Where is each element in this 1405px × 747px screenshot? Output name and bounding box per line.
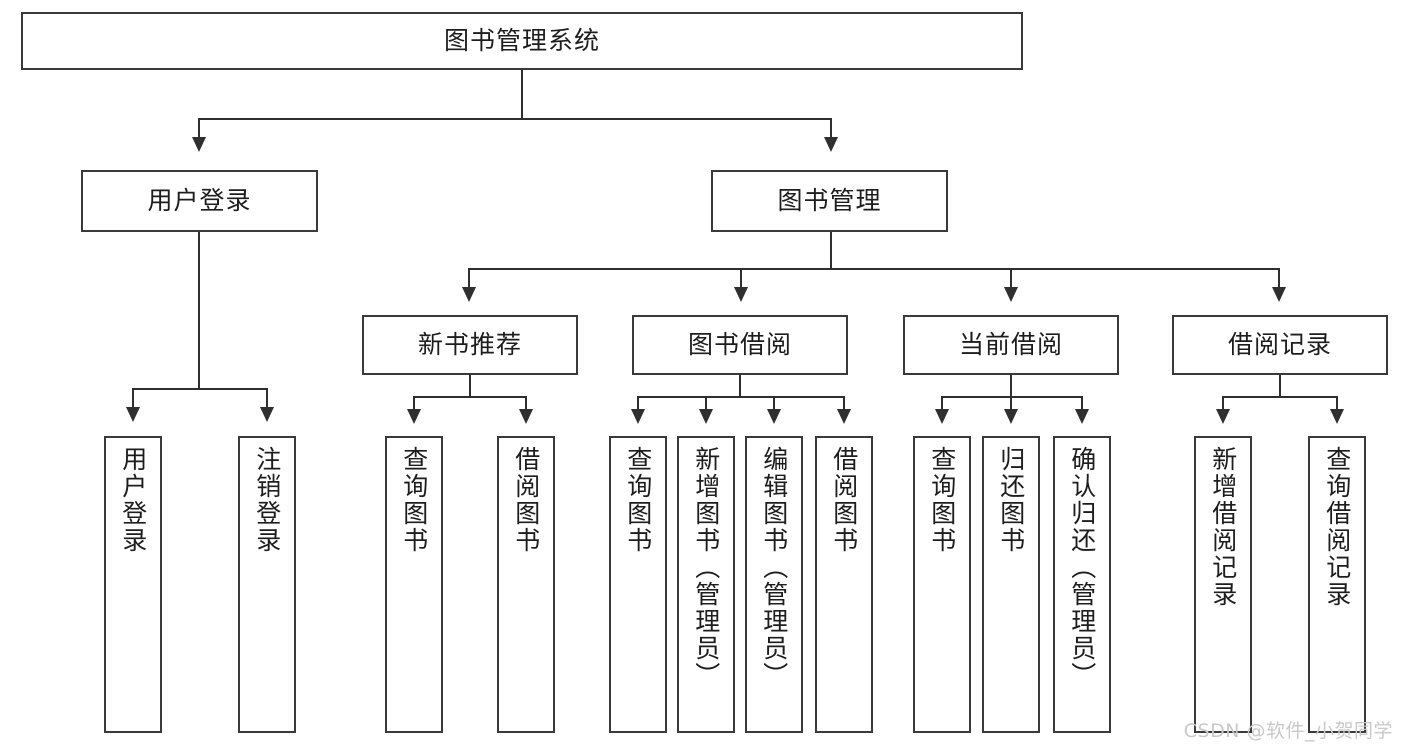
arrow-to-book-borrow [734, 287, 748, 302]
leaf-bb-add-book-admin[interactable]: 新增图书（管理员） [677, 436, 735, 733]
connector-nbr-stem [469, 375, 471, 396]
arrow-to-nbr-leaf-1 [519, 409, 533, 424]
connector-bm-drop-0 [468, 268, 470, 288]
node-book-management[interactable]: 图书管理 [711, 170, 948, 232]
node-root-book-management-system[interactable]: 图书管理系统 [21, 12, 1023, 70]
leaf-label: 查询图书 [927, 446, 957, 554]
connector-user-login-drop-0 [132, 388, 134, 408]
connector-root-drop-left [198, 118, 200, 138]
connector-book-management-stem [830, 232, 832, 268]
leaf-label: 查询图书 [623, 446, 653, 554]
connector-br-stem [1279, 375, 1281, 396]
leaf-label: 借阅图书 [511, 446, 541, 554]
leaf-br-add-record[interactable]: 新增借阅记录 [1194, 436, 1252, 733]
connector-cb-drop-1 [1010, 396, 1012, 410]
node-label: 新书推荐 [417, 330, 522, 360]
leaf-label: 归还图书 [996, 446, 1026, 554]
arrow-to-user-login [192, 137, 206, 152]
connector-nbr-drop-1 [525, 396, 527, 410]
connector-bm-drop-1 [740, 268, 742, 288]
node-current-borrow[interactable]: 当前借阅 [903, 315, 1119, 375]
leaf-nbr-query-book[interactable]: 查询图书 [385, 436, 443, 733]
connector-bb-bus [637, 396, 845, 398]
node-label: 图书管理系统 [443, 26, 600, 56]
arrow-to-nbr-leaf-0 [407, 409, 421, 424]
arrow-to-current-borrow [1004, 287, 1018, 302]
connector-cb-drop-0 [941, 396, 943, 410]
arrow-to-bb-leaf-2 [767, 409, 781, 424]
node-user-login[interactable]: 用户登录 [81, 170, 318, 232]
arrow-to-br-leaf-0 [1216, 409, 1230, 424]
node-label: 借阅记录 [1227, 330, 1332, 360]
leaf-label: 查询图书 [399, 446, 429, 554]
arrow-to-new-book-recommend [462, 287, 476, 302]
connector-cb-drop-2 [1081, 396, 1083, 410]
node-label: 用户登录 [147, 186, 252, 216]
node-new-book-recommend[interactable]: 新书推荐 [362, 315, 578, 375]
connector-bb-stem [739, 375, 741, 396]
connector-root-bus [198, 118, 832, 120]
connector-book-management-bus [468, 268, 1280, 270]
node-book-borrow[interactable]: 图书借阅 [632, 315, 848, 375]
leaf-cb-confirm-return-admin[interactable]: 确认归还（管理员） [1053, 436, 1111, 733]
leaf-bb-borrow-book[interactable]: 借阅图书 [815, 436, 873, 733]
connector-br-drop-0 [1222, 396, 1224, 410]
connector-user-login-stem [198, 232, 200, 388]
connector-bm-drop-3 [1278, 268, 1280, 288]
arrow-to-borrow-record [1272, 287, 1286, 302]
leaf-label: 查询借阅记录 [1322, 446, 1352, 608]
leaf-user-login[interactable]: 用户登录 [104, 436, 162, 733]
connector-bm-drop-2 [1010, 268, 1012, 288]
connector-root-stem [521, 70, 523, 118]
arrow-to-user-login-leaf-1 [260, 407, 274, 422]
connector-nbr-bus [413, 396, 527, 398]
node-label: 图书管理 [777, 186, 882, 216]
arrow-to-cb-leaf-0 [935, 409, 949, 424]
leaf-cb-query-book[interactable]: 查询图书 [913, 436, 971, 733]
leaf-label: 新增借阅记录 [1208, 446, 1238, 608]
connector-br-bus [1222, 396, 1338, 398]
leaf-bb-query-book[interactable]: 查询图书 [609, 436, 667, 733]
node-label: 图书借阅 [687, 330, 792, 360]
connector-bb-drop-0 [637, 396, 639, 410]
leaf-label: 用户登录 [118, 446, 148, 554]
leaf-label: 编辑图书（管理员） [759, 446, 789, 689]
leaf-br-query-record[interactable]: 查询借阅记录 [1308, 436, 1366, 733]
connector-nbr-drop-0 [413, 396, 415, 410]
arrow-to-bb-leaf-3 [837, 409, 851, 424]
connector-user-login-drop-1 [266, 388, 268, 408]
leaf-bb-edit-book-admin[interactable]: 编辑图书（管理员） [745, 436, 803, 733]
node-borrow-record[interactable]: 借阅记录 [1172, 315, 1388, 375]
arrow-to-bb-leaf-0 [631, 409, 645, 424]
connector-user-login-bus [132, 388, 268, 390]
connector-cb-stem [1010, 375, 1012, 396]
arrow-to-br-leaf-1 [1330, 409, 1344, 424]
leaf-cb-return-book[interactable]: 归还图书 [982, 436, 1040, 733]
leaf-logout[interactable]: 注销登录 [238, 436, 296, 733]
leaf-label: 注销登录 [252, 446, 282, 554]
connector-cb-bus [941, 396, 1083, 398]
arrow-to-book-management [824, 137, 838, 152]
leaf-label: 借阅图书 [829, 446, 859, 554]
connector-bb-drop-1 [705, 396, 707, 410]
connector-bb-drop-3 [843, 396, 845, 410]
arrow-to-bb-leaf-1 [699, 409, 713, 424]
connector-bb-drop-2 [773, 396, 775, 410]
leaf-label: 确认归还（管理员） [1067, 446, 1097, 689]
arrow-to-cb-leaf-1 [1004, 409, 1018, 424]
arrow-to-cb-leaf-2 [1075, 409, 1089, 424]
leaf-nbr-borrow-book[interactable]: 借阅图书 [497, 436, 555, 733]
node-label: 当前借阅 [958, 330, 1063, 360]
leaf-label: 新增图书（管理员） [691, 446, 721, 689]
connector-root-drop-right [830, 118, 832, 138]
arrow-to-user-login-leaf-0 [126, 407, 140, 422]
connector-br-drop-1 [1336, 396, 1338, 410]
